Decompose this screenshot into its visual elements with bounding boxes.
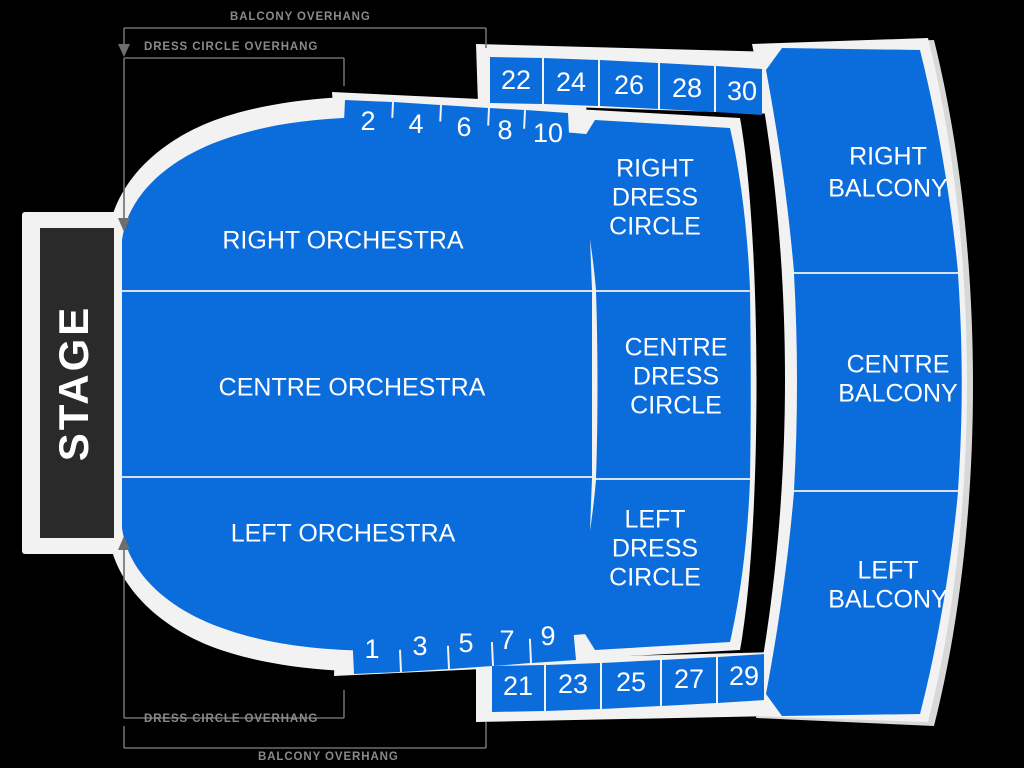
box-label-5: 5 [458, 628, 473, 658]
label-left-dress-circle-3: CIRCLE [609, 564, 701, 592]
section-right-dress-circle[interactable] [572, 120, 750, 290]
box-24[interactable] [544, 58, 598, 106]
stage-label: STAGE [50, 305, 97, 462]
box-label-22: 22 [501, 65, 531, 95]
section-centre-dress-circle[interactable] [596, 292, 751, 478]
box-6[interactable] [440, 105, 488, 151]
box-label-3: 3 [412, 631, 427, 661]
label-centre-dress-circle-3: CIRCLE [630, 392, 722, 420]
box-10[interactable] [524, 110, 570, 156]
label-right-orchestra: RIGHT ORCHESTRA [222, 227, 464, 255]
label-centre-orchestra: CENTRE ORCHESTRA [219, 374, 486, 402]
stage-group: STAGE [40, 228, 114, 538]
box-label-24: 24 [556, 67, 586, 97]
annotation-label-bottom-balcony: BALCONY OVERHANG [258, 751, 399, 763]
label-centre-dress-circle-1: CENTRE [625, 334, 728, 362]
box-2[interactable] [343, 100, 392, 146]
box-label-27: 27 [674, 664, 704, 694]
annotation-bottom-dress-circle-overhang: DRESS CIRCLE OVERHANG [118, 536, 345, 725]
section-right-balcony[interactable] [766, 48, 958, 272]
box-21[interactable] [492, 665, 544, 712]
section-left-balcony[interactable] [766, 492, 958, 716]
section-left-dress-circle[interactable] [572, 480, 750, 650]
annotation-top-balcony-overhang: BALCONY OVERHANG [118, 11, 487, 57]
box-label-6: 6 [456, 112, 471, 142]
box-5[interactable] [448, 622, 492, 669]
box-label-7: 7 [499, 625, 514, 655]
box-label-8: 8 [497, 115, 512, 145]
box-label-2: 2 [360, 106, 375, 136]
label-centre-balcony-1: CENTRE [847, 351, 950, 379]
label-right-dress-circle-1: RIGHT [616, 155, 694, 183]
box-label-21: 21 [503, 671, 533, 701]
box-4[interactable] [392, 102, 440, 148]
box-label-23: 23 [558, 669, 588, 699]
box-label-25: 25 [616, 667, 646, 697]
box-3[interactable] [400, 625, 448, 672]
box-26[interactable] [600, 60, 658, 109]
annotation-label-top-balcony: BALCONY OVERHANG [230, 11, 371, 23]
label-left-orchestra: LEFT ORCHESTRA [231, 520, 456, 548]
box-27[interactable] [662, 657, 716, 706]
box-25[interactable] [602, 660, 660, 709]
section-centre-orchestra[interactable] [122, 292, 592, 476]
box-label-28: 28 [672, 73, 702, 103]
box-7[interactable] [492, 619, 530, 666]
label-right-dress-circle-3: CIRCLE [609, 213, 701, 241]
box-9[interactable] [530, 616, 576, 663]
box-label-26: 26 [614, 70, 644, 100]
box-22[interactable] [490, 57, 542, 104]
orchestra-group: RIGHT ORCHESTRA CENTRE ORCHESTRA LEFT OR… [122, 117, 592, 651]
annotation-label-top-dress-circle: DRESS CIRCLE OVERHANG [144, 41, 318, 53]
label-right-balcony-2: BALCONY [828, 175, 948, 203]
label-centre-dress-circle-2: DRESS [633, 363, 719, 391]
box-label-4: 4 [408, 109, 423, 139]
dress-circle-group: RIGHT DRESS CIRCLE CENTRE DRESS CIRCLE L… [572, 120, 751, 650]
box-8[interactable] [488, 108, 524, 153]
box-28[interactable] [660, 63, 714, 112]
section-left-orchestra[interactable] [122, 478, 592, 651]
dress-circle-overhang-arrow-bottom [118, 536, 130, 550]
box-23[interactable] [546, 663, 600, 711]
label-left-balcony-1: LEFT [857, 557, 918, 585]
dress-circle-overhang-arrow-top [118, 218, 130, 232]
box-30[interactable] [716, 66, 762, 115]
annotation-bottom-balcony-overhang: BALCONY OVERHANG [123, 722, 487, 763]
box-29[interactable] [718, 654, 764, 703]
label-left-balcony-2: BALCONY [828, 586, 948, 614]
box-label-10: 10 [533, 118, 563, 148]
box-label-9: 9 [540, 621, 555, 651]
annotation-top-dress-circle-overhang: DRESS CIRCLE OVERHANG [118, 41, 345, 232]
box-1[interactable] [352, 628, 400, 674]
balcony-overhang-arrow-top [118, 44, 130, 57]
lower-outer-boxes: 21 23 25 27 29 [492, 654, 764, 712]
label-right-balcony-1: RIGHT [849, 143, 927, 171]
stage-box[interactable] [40, 228, 114, 538]
section-centre-balcony[interactable] [794, 274, 962, 490]
label-left-dress-circle-2: DRESS [612, 535, 698, 563]
box-label-1: 1 [364, 634, 379, 664]
annotation-label-bottom-dress-circle: DRESS CIRCLE OVERHANG [144, 713, 318, 725]
section-right-orchestra[interactable] [122, 117, 592, 290]
label-centre-balcony-2: BALCONY [838, 380, 958, 408]
upper-inner-boxes: 2 4 6 8 10 [343, 100, 570, 156]
balcony-group: RIGHT BALCONY CENTRE BALCONY LEFT BALCON… [766, 48, 962, 716]
box-label-30: 30 [727, 76, 757, 106]
label-left-dress-circle-1: LEFT [624, 506, 685, 534]
upper-outer-boxes: 22 24 26 28 30 [490, 57, 762, 115]
label-right-dress-circle-2: DRESS [612, 184, 698, 212]
lower-inner-boxes: 1 3 5 7 9 [352, 616, 576, 674]
box-label-29: 29 [729, 661, 759, 691]
